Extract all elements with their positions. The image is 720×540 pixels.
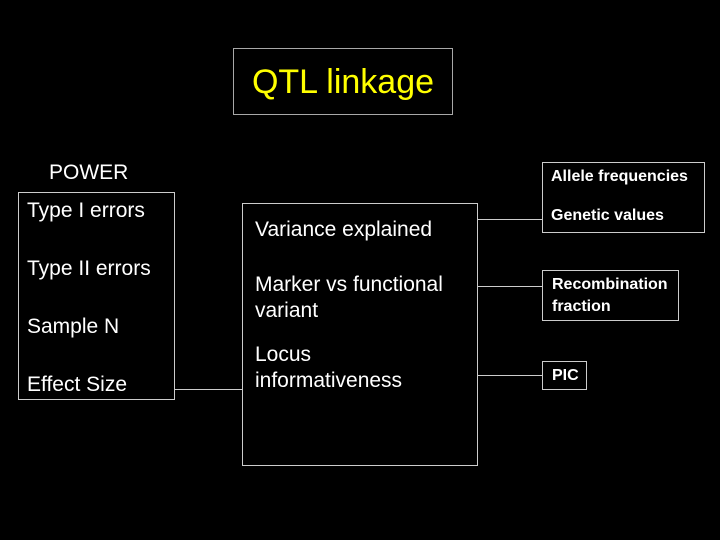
title-box: QTL linkage	[233, 48, 453, 115]
label-allele-frequencies: Allele frequencies	[551, 168, 688, 185]
slide-title: QTL linkage	[251, 62, 435, 101]
list-item-type-ii-errors: Type II errors	[27, 257, 151, 280]
list-item-locus-informativeness: Locus informativeness	[255, 343, 403, 392]
list-item-type-i-errors: Type I errors	[27, 199, 145, 222]
recombination-fraction-box: Recombination fraction	[542, 270, 679, 321]
label-pic: PIC	[552, 367, 579, 384]
connector-left-to-center	[175, 389, 243, 390]
power-label: POWER	[49, 161, 129, 184]
variance-factors-box: Variance explained Marker vs functional …	[242, 203, 478, 466]
list-item-variance-explained: Variance explained	[255, 218, 433, 241]
allele-frequencies-box: Allele frequencies Genetic values	[542, 162, 705, 233]
list-item-marker-vs-functional: Marker vs functional variant	[255, 273, 443, 322]
list-item-sample-n: Sample N	[27, 315, 120, 338]
label-recombination-fraction: Recombination fraction	[552, 276, 668, 315]
power-factors-box: Type I errors Type II errors Sample N Ef…	[18, 192, 175, 400]
connector-center-to-pic	[478, 375, 542, 376]
list-item-effect-size: Effect Size	[27, 373, 127, 396]
label-genetic-values: Genetic values	[551, 207, 664, 224]
connector-center-to-recombination	[478, 286, 542, 287]
connector-center-to-allele	[478, 219, 542, 220]
pic-box: PIC	[542, 361, 587, 390]
